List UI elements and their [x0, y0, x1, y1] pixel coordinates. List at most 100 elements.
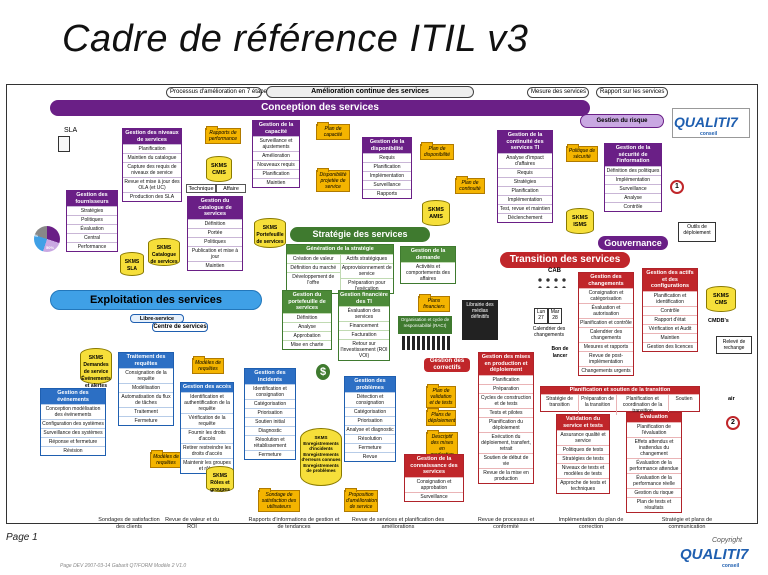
box-head: Gestion de la demande [401, 247, 455, 262]
box-head: Génération de la stratégie [287, 245, 393, 254]
pill-mesure-services[interactable]: Mesure des services [527, 87, 589, 98]
box-gestion-niveaux-services[interactable]: Gestion des niveaux de services Planific… [122, 128, 182, 202]
tab-affaire[interactable]: Affaire [216, 184, 246, 193]
box-item: Planification et contrôle [579, 318, 633, 326]
box-item: Approche de tests et techniques [557, 478, 609, 493]
box-item: Facturation [339, 330, 389, 339]
box-item: Catégorisation [345, 407, 395, 416]
label-cmdb: CMDB's [708, 318, 729, 324]
box-item: Planification [498, 185, 552, 195]
box-gestion-fournisseurs[interactable]: Gestion des fournisseurs Stratégies Poli… [66, 190, 118, 252]
calendar-mar: Mar 28 [548, 308, 562, 324]
box-gestion-evenements[interactable]: Gestion des événements Conception modéli… [40, 388, 106, 456]
box-gestion-acces[interactable]: Gestion des accès Identification et auth… [180, 382, 234, 474]
box-item: Approvisionnement de service [340, 262, 393, 277]
box-item: Test, revue et maintien [498, 203, 552, 212]
box-head: Gestion des changements [579, 273, 633, 288]
bar-exploitation-services[interactable]: Exploitation des services [50, 290, 262, 310]
box-traitement-requetes[interactable]: Traitement des requêtes Consignation de … [118, 352, 174, 426]
calendar-lun: Lun 27 [534, 308, 548, 324]
note-plan-disponibilite: Plan de disponibilité [420, 142, 454, 160]
bar-gestion-risque[interactable]: Gestion du risque [580, 114, 664, 128]
box-item: Surveillance [363, 180, 411, 189]
box-gestion-portefeuille[interactable]: Gestion du portefeuille de services Défi… [282, 290, 332, 350]
box-gestion-incidents[interactable]: Gestion des incidents Identification et … [244, 368, 296, 460]
box-planification-soutien[interactable]: Planification et soutien de la transitio… [540, 386, 700, 415]
box-gestion-securite[interactable]: Gestion de la sécurité de l'information … [604, 143, 662, 212]
box-gestion-connaissance[interactable]: Gestion de la connaissance des services … [404, 454, 464, 502]
bar-strategie-services[interactable]: Stratégie des services [290, 227, 430, 242]
label-pct-30: 30% [30, 233, 39, 238]
tab-technique[interactable]: Technique [186, 184, 216, 193]
box-gestion-demande[interactable]: Gestion de la demande Activités et compo… [400, 246, 456, 284]
document-icon-sla [58, 136, 70, 152]
note-politique-securite: Politique de sécurité [566, 144, 598, 162]
note-proposition-amelioration: Proposition d'amélioration de service [344, 488, 378, 512]
box-gestion-financiere[interactable]: Gestion financière des TI Évaluation des… [338, 290, 390, 361]
box-gestion-continuite[interactable]: Gestion de la continuité des services TI… [497, 130, 553, 223]
bar-gestion-correctifs[interactable]: Gestion des correctifs [424, 358, 470, 372]
box-item: Définition des politiques [605, 165, 661, 174]
bottom-item-revue-valeur[interactable]: Revue de valeur et du ROI [165, 517, 219, 530]
box-head: Évaluation [627, 413, 681, 422]
bar-centre-services[interactable]: Centre de services [152, 322, 208, 332]
bottom-item-strategie-communication[interactable]: Stratégie et plans de communication [661, 517, 713, 530]
box-item: Soutien initial [245, 417, 295, 426]
box-item: Priorisation [345, 416, 395, 425]
box-generation-strategie[interactable]: Génération de la stratégie Création de v… [286, 244, 394, 294]
copyright-label: Copyright [712, 537, 742, 544]
note-plans-deploiement: Plans de déploiement [426, 408, 456, 426]
note-modeles-requetes: Modèles de requêtes [192, 356, 224, 374]
bar-conception-services[interactable]: Conception des services [50, 100, 590, 116]
box-item: Implémentation [605, 174, 661, 184]
box-item: Cycles de construction et de tests [479, 392, 533, 407]
bar-transition-services[interactable]: Transition des services [500, 252, 630, 268]
box-head: Validation du service et tests [557, 415, 609, 430]
pill-processus-amelioration[interactable]: Processus d'amélioration en 7 étapes [166, 87, 270, 98]
circle-marker-1: 1 [670, 180, 684, 194]
note-plans-financiers: Plans financiers [418, 294, 450, 312]
calendar-day-number: 27 [538, 315, 544, 321]
bottom-item-sondages[interactable]: Sondages de satisfaction des clients [98, 517, 160, 530]
bottom-item-implementation-plan[interactable]: Implémentation du plan de correction [558, 517, 624, 530]
pill-rapport-services[interactable]: Rapport sur les services [596, 87, 668, 98]
box-item: Exécution du déploiement, transfert, ret… [479, 431, 533, 453]
box-gestion-catalogue[interactable]: Gestion du catalogue de services Définit… [187, 196, 243, 271]
box-item: Implémentation [363, 171, 411, 180]
box-item: Effets attendus et inattendus du changem… [627, 436, 681, 458]
bar-gouvernance[interactable]: Gouvernance [598, 236, 668, 250]
box-validation-tests[interactable]: Validation du service et tests Assurance… [556, 414, 610, 494]
box-evaluation[interactable]: Évaluation Planification de l'évaluation… [626, 412, 682, 513]
box-gestion-problemes[interactable]: Gestion des problèmes Détection et consi… [344, 376, 396, 462]
box-item: Résolution [345, 434, 395, 443]
dollar-icon: $ [316, 364, 330, 380]
cylinder-skms-incidents: SKMS Enregistrements d'incidents Enregis… [300, 428, 342, 486]
box-item: Revue de post-implémentation [579, 351, 633, 366]
box-item: Requis [498, 167, 552, 177]
box-item: Capture des requis de niveaux de service [123, 162, 181, 177]
label-calendrier-changements: Calendrier des changements [532, 326, 566, 338]
box-gestion-actifs[interactable]: Gestion des actifs et des configurations… [642, 268, 698, 352]
box-gestion-disponibilite[interactable]: Gestion de la disponibilité Requis Plani… [362, 137, 412, 199]
calendar-day-label: Lun [536, 309, 546, 315]
note-plan-validation: Plan de validation et de tests [426, 384, 456, 408]
circle-marker-2b: 2 [726, 416, 740, 430]
box-gestion-capacite[interactable]: Gestion de la capacité Surveillance et a… [252, 120, 300, 188]
box-head: Gestion des événements [41, 389, 105, 404]
pill-amelioration-continue[interactable]: Amélioration continue des services [266, 86, 474, 98]
box-gestion-changements[interactable]: Gestion des changements Consignation et … [578, 272, 634, 376]
box-item: Traitement [119, 407, 173, 416]
box-item: Diagnostic [245, 426, 295, 435]
qualiti7-logo-top: QUALITI7 [674, 114, 738, 130]
box-item: Évaluation des services [339, 306, 389, 321]
box-gestion-mises-production[interactable]: Gestion des mises en production et déplo… [478, 352, 534, 484]
box-item: Planification [123, 144, 181, 153]
bottom-item-revue-services[interactable]: Revue de services et planification des a… [351, 517, 445, 530]
box-item: Analyse [605, 192, 661, 202]
bottom-item-revue-processus[interactable]: Revue de processus et conformité [477, 517, 535, 530]
box-head: Gestion financière des TI [339, 291, 389, 306]
label-pct-50: 50% [46, 245, 55, 250]
bottom-item-rapports-gestion[interactable]: Rapports d'informations de gestion et de… [248, 517, 340, 530]
box-head: Gestion du catalogue de services [188, 197, 242, 219]
box-item: Évaluation de la performance attendue [627, 457, 681, 473]
